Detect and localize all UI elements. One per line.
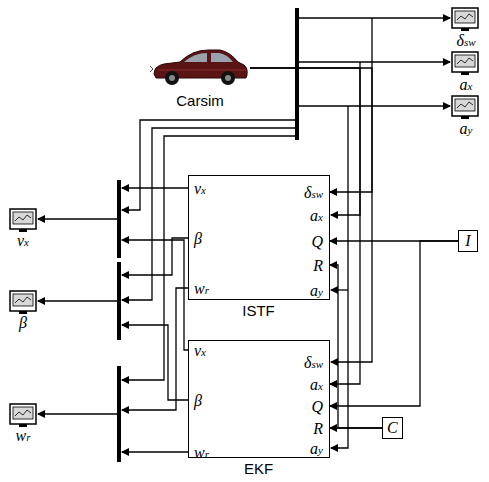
port-label: δsw [304,184,323,203]
carsim-block: Carsim [150,40,250,112]
port-label: wr [194,280,209,299]
scope-label: ax [460,76,473,95]
port-label: wr [194,444,209,463]
port-label: δsw [304,354,323,373]
port-label: vx [194,342,206,361]
scope-label: vx [17,232,29,251]
port-label: R [313,420,323,438]
port-label: Q [311,233,323,251]
constant-block: C [382,417,403,439]
signal-connector [250,68,372,192]
port-label: ay [310,282,323,301]
constant-label: I [459,231,477,250]
signal-connector [330,265,382,428]
block-title: ISTF [242,302,275,320]
constant-label: C [383,418,402,437]
port-label: Q [311,398,323,416]
port-label: ax [310,207,323,226]
port-label: R [313,257,323,275]
scope-label: β [19,314,27,332]
filter-block: vxβwrδswaxQRayISTF [188,175,330,300]
block-title: Carsim [176,92,224,110]
scope-label: wr [16,427,31,446]
port-label: ay [310,440,323,459]
filter-block: vxβwrδswaxQRayEKF [188,340,330,458]
port-label: β [194,392,202,410]
port-label: β [194,230,202,248]
port-label: ax [310,376,323,395]
signal-connector [330,241,458,406]
scope-label: δsw [456,32,475,51]
port-label: vx [194,180,206,199]
constant-block: I [458,230,478,252]
block-title: EKF [244,460,273,478]
scope-label: ay [460,120,473,139]
car-illustration [150,40,250,90]
